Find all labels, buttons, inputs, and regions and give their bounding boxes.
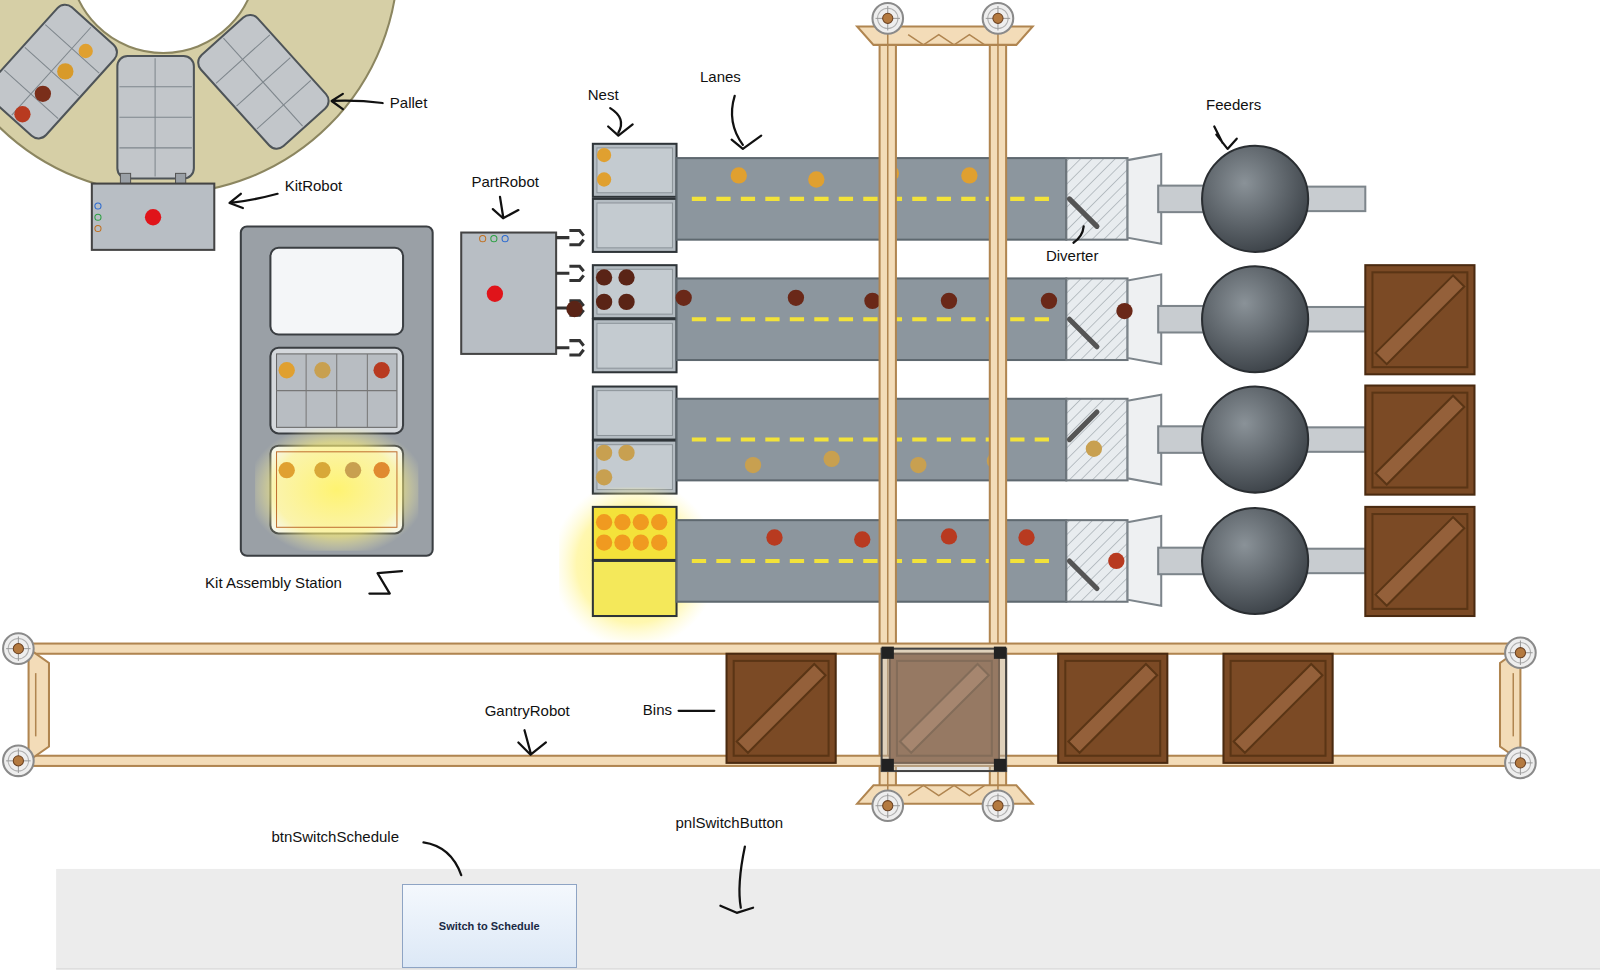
part-label: Nest bbox=[588, 86, 619, 104]
part-label: Pallet bbox=[390, 94, 428, 112]
switch-button: Switch to Schedule bbox=[402, 884, 576, 969]
part-label: KitRobot bbox=[285, 177, 343, 195]
button-text: Switch to Schedule bbox=[439, 920, 540, 932]
part-label: Diverter bbox=[1046, 247, 1099, 265]
part-label: Feeders bbox=[1206, 96, 1261, 114]
part-label: pnlSwitchButton bbox=[676, 814, 784, 832]
part-label: Bins bbox=[643, 701, 672, 719]
part-label: Lanes bbox=[700, 68, 741, 86]
part-label: btnSwitchSchedule bbox=[271, 828, 399, 846]
part-label: GantryRobot bbox=[485, 702, 570, 720]
part-label: PartRobot bbox=[471, 173, 539, 191]
part-label: Kit Assembly Station bbox=[205, 574, 342, 592]
